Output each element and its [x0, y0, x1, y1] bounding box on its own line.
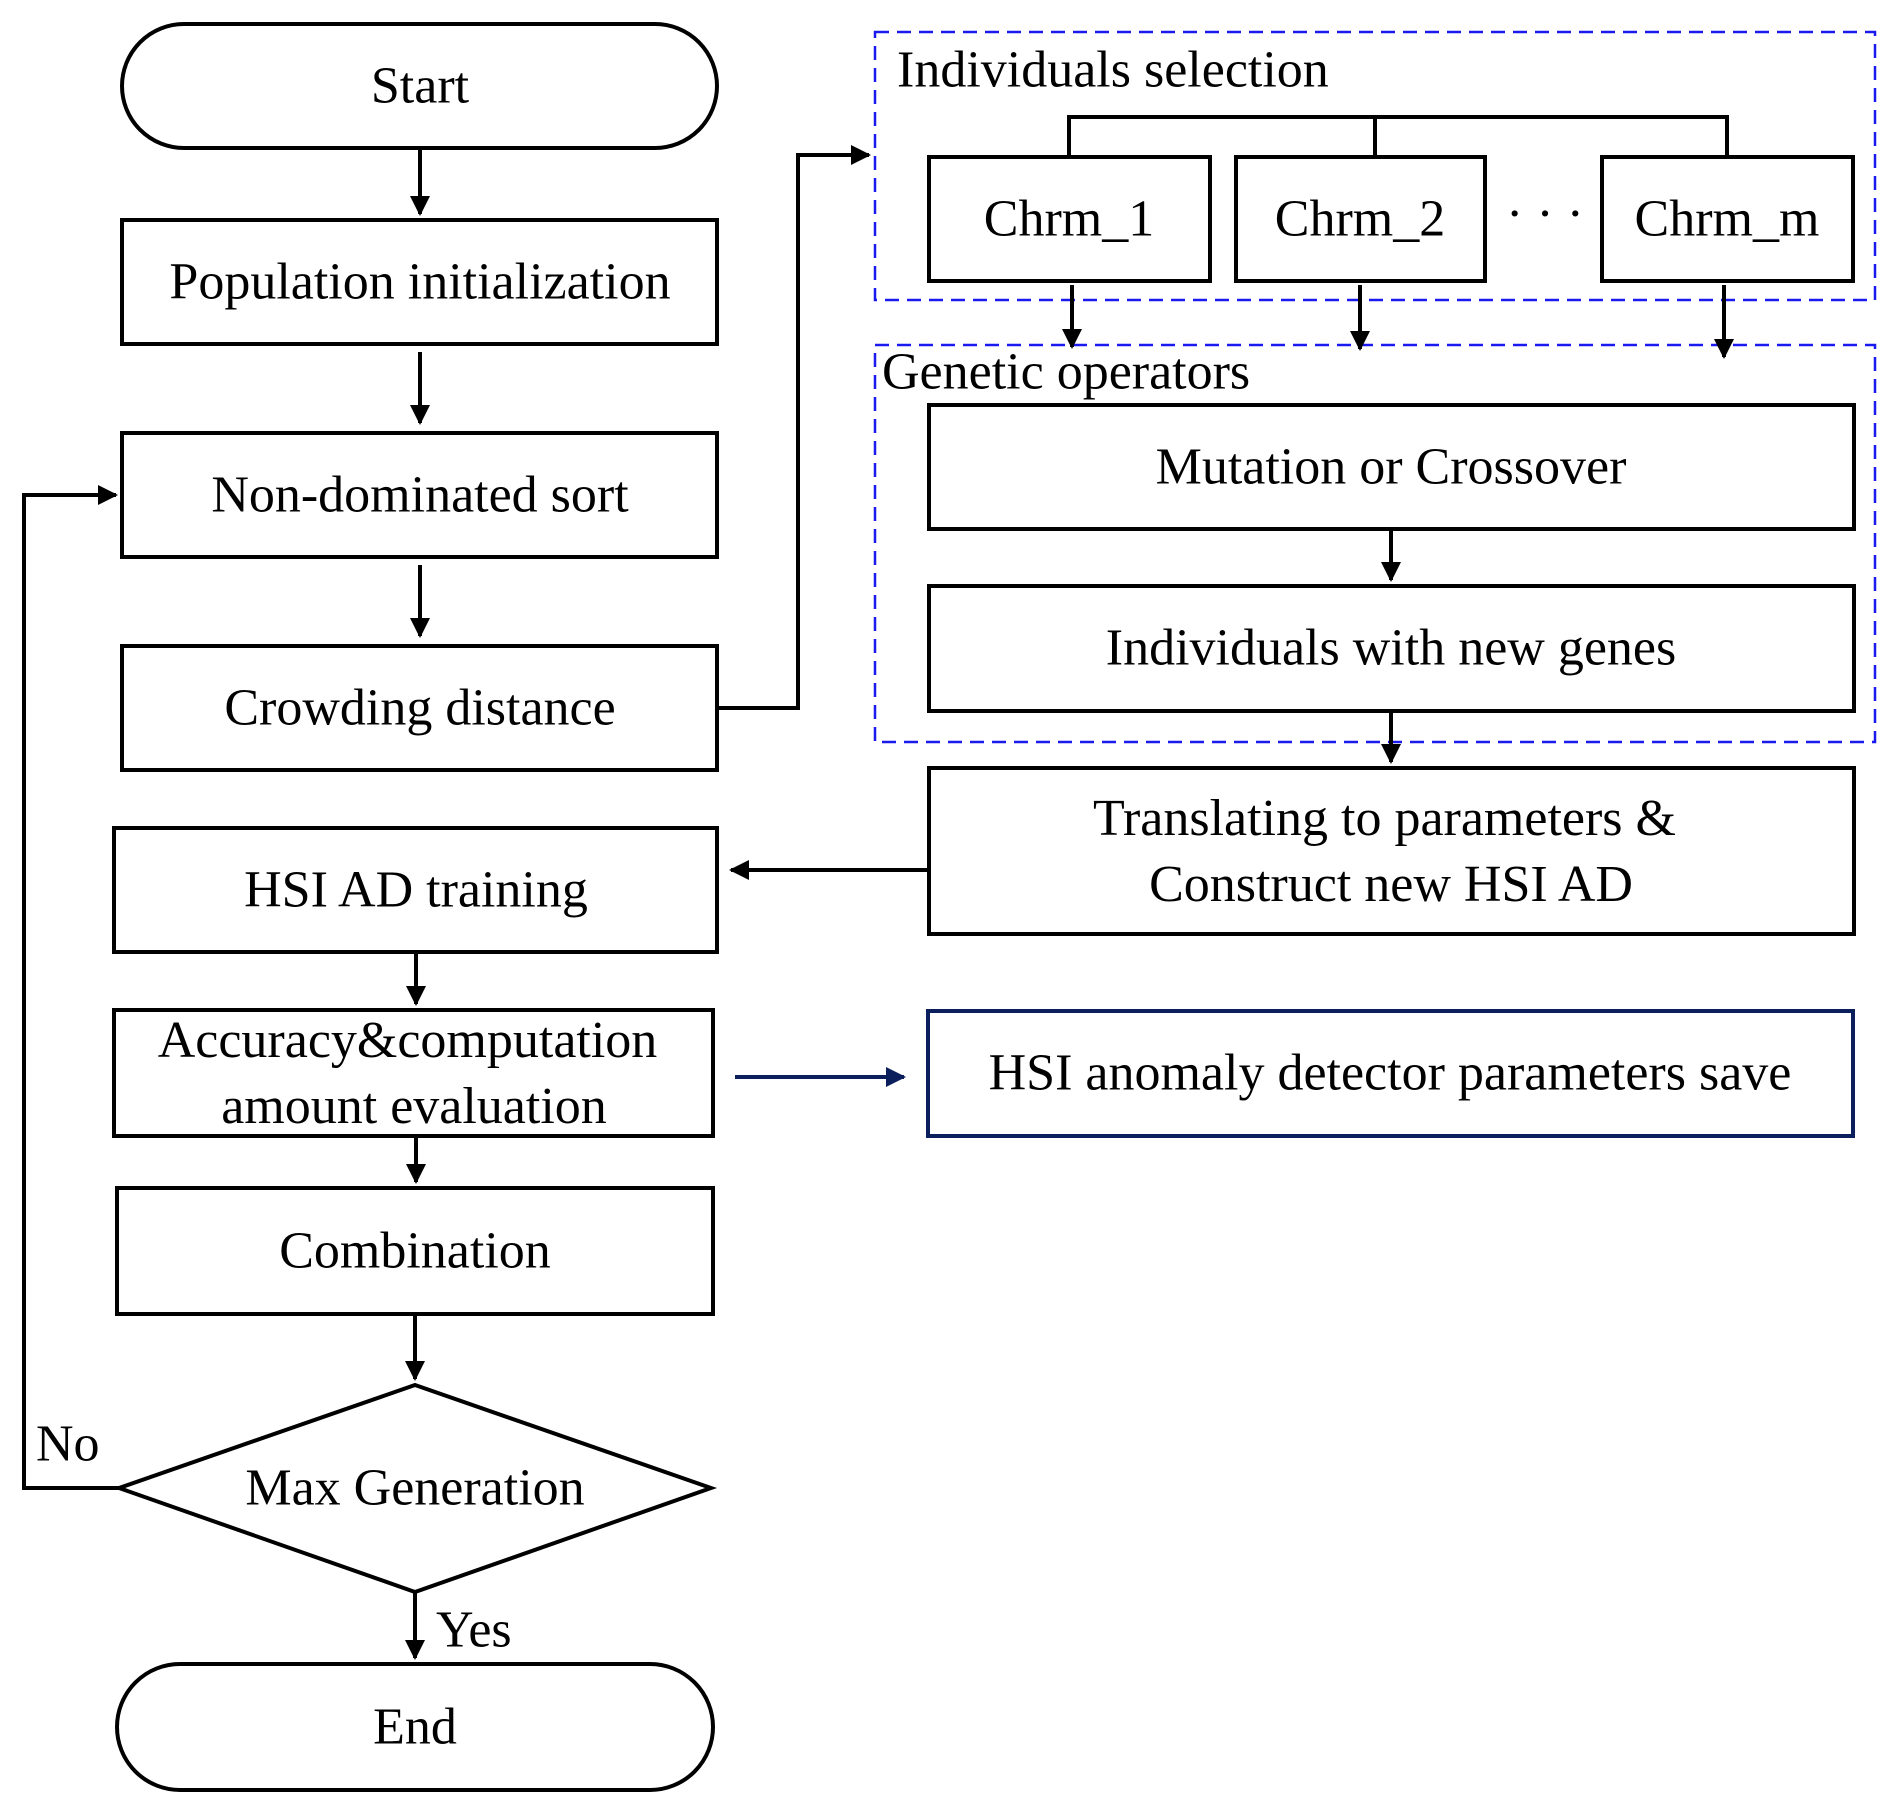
params-save-label: HSI anomaly detector parameters save [989, 1045, 1792, 1102]
accuracy-evaluation-line-1: Accuracy&computation [158, 1012, 658, 1069]
start-label: Start [371, 58, 470, 115]
population-initialization-box [120, 218, 719, 346]
translating-parameters-box [927, 766, 1856, 936]
individuals-selection-group [873, 30, 1877, 302]
crowding-distance-label: Crowding distance [224, 680, 615, 737]
non-dominated-sort-label: Non-dominated sort [211, 467, 629, 524]
hsi-ad-training-label: HSI AD training [244, 862, 588, 919]
combination-label: Combination [279, 1223, 551, 1280]
accuracy-evaluation-line-2: amount evaluation [221, 1078, 607, 1135]
translating-parameters-line-1: Translating to parameters & [1093, 790, 1676, 847]
accuracy-evaluation-label: Accuracy&computation amount evaluation [158, 1012, 671, 1135]
chrm-m-box [1600, 155, 1855, 283]
no-label: No [36, 1416, 100, 1473]
new-genes-label: Individuals with new genes [1106, 620, 1676, 677]
yes-label: Yes [436, 1602, 512, 1659]
translating-parameters-label: Translating to parameters & Construct ne… [1093, 790, 1689, 913]
chromosome-ellipsis: · · · [1506, 186, 1584, 243]
edge-decision-no-loop [22, 485, 119, 1490]
selection-bracket [1067, 115, 1729, 157]
genetic-operators-title: Genetic operators [882, 344, 1250, 401]
new-genes-box [927, 584, 1856, 713]
genetic-operators-group [873, 343, 1877, 744]
params-save-box [926, 1009, 1855, 1138]
end-terminal [115, 1662, 715, 1792]
mutation-crossover-box [927, 403, 1856, 531]
non-dominated-sort-box [120, 431, 719, 559]
chrm-1-label: Chrm_1 [984, 191, 1154, 248]
chrm-2-label: Chrm_2 [1275, 191, 1445, 248]
individuals-selection-title: Individuals selection [897, 42, 1329, 99]
chrm-m-label: Chrm_m [1635, 191, 1820, 248]
end-label: End [373, 1699, 457, 1756]
accuracy-evaluation-box [112, 1008, 715, 1138]
crowding-distance-box [120, 644, 719, 772]
edge-crowding-to-selection [717, 145, 871, 710]
translating-parameters-line-2: Construct new HSI AD [1149, 856, 1633, 913]
population-initialization-label: Population initialization [169, 254, 670, 311]
chrm-1-box [927, 155, 1212, 283]
max-generation-label: Max Generation [245, 1460, 584, 1517]
chrm-2-box [1234, 155, 1487, 283]
mutation-crossover-label: Mutation or Crossover [1156, 439, 1627, 496]
